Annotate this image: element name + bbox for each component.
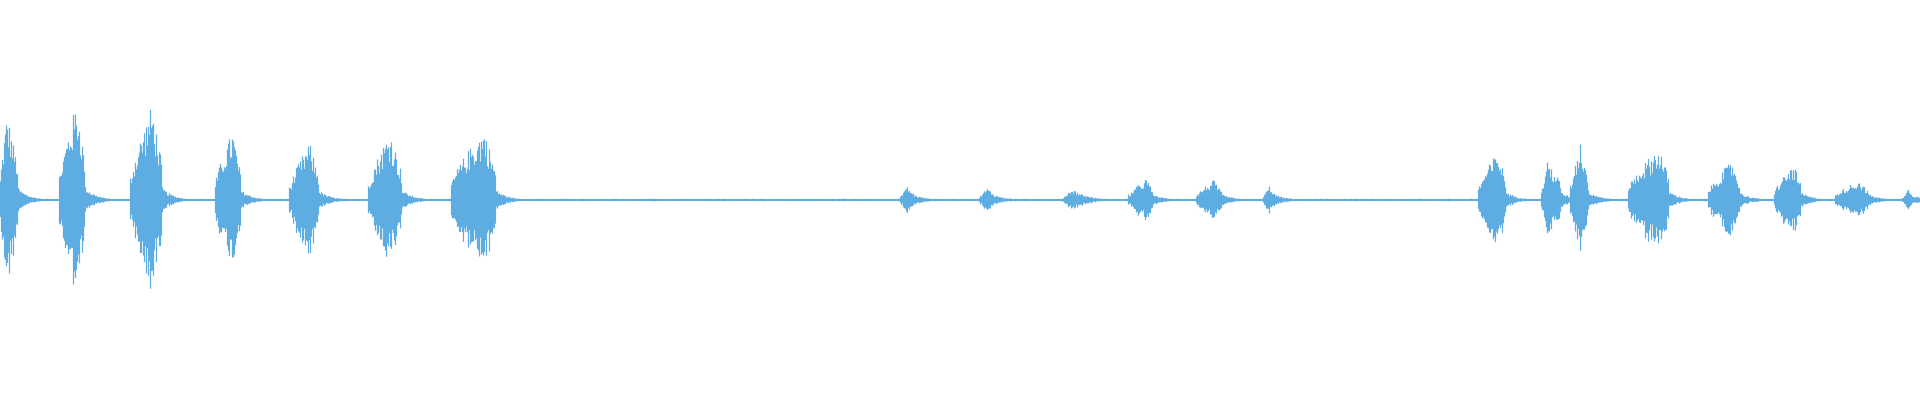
waveform-path [0,109,1920,289]
waveform-shape [0,109,1920,289]
